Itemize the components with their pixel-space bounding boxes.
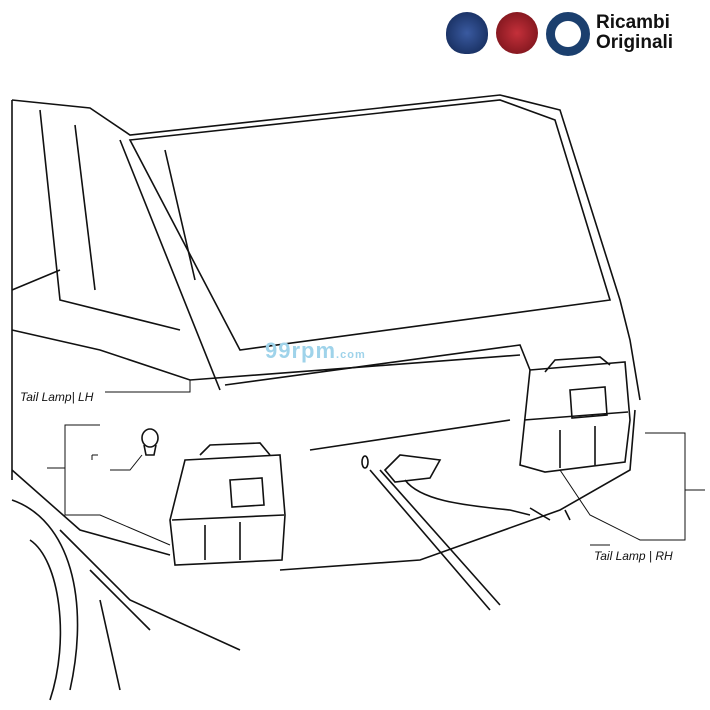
brand-line-1: Ricambi — [596, 12, 670, 33]
callout-tail-lamp-lh: Tail Lamp| LH — [20, 390, 94, 404]
lancia-logo — [446, 12, 488, 54]
fiat-logo — [496, 12, 538, 54]
brand-line-2: Originali — [596, 32, 674, 53]
leader-lines — [47, 380, 705, 546]
bulb-drawing — [141, 428, 159, 456]
alfa-romeo-logo — [546, 12, 590, 56]
car-body-outline — [11, 94, 641, 701]
tail-lamp-lh-drawing — [169, 442, 286, 566]
licence-lamp-drawing — [361, 454, 571, 611]
watermark-suffix: .com — [336, 349, 366, 361]
brand-text: Ricambi Originali — [596, 13, 673, 53]
watermark: 99rpm.com — [265, 338, 366, 364]
callout-tail-lamp-rh: Tail Lamp | RH — [594, 549, 673, 563]
tail-lamp-rh-drawing — [519, 356, 631, 473]
watermark-main: 99rpm — [265, 338, 337, 363]
